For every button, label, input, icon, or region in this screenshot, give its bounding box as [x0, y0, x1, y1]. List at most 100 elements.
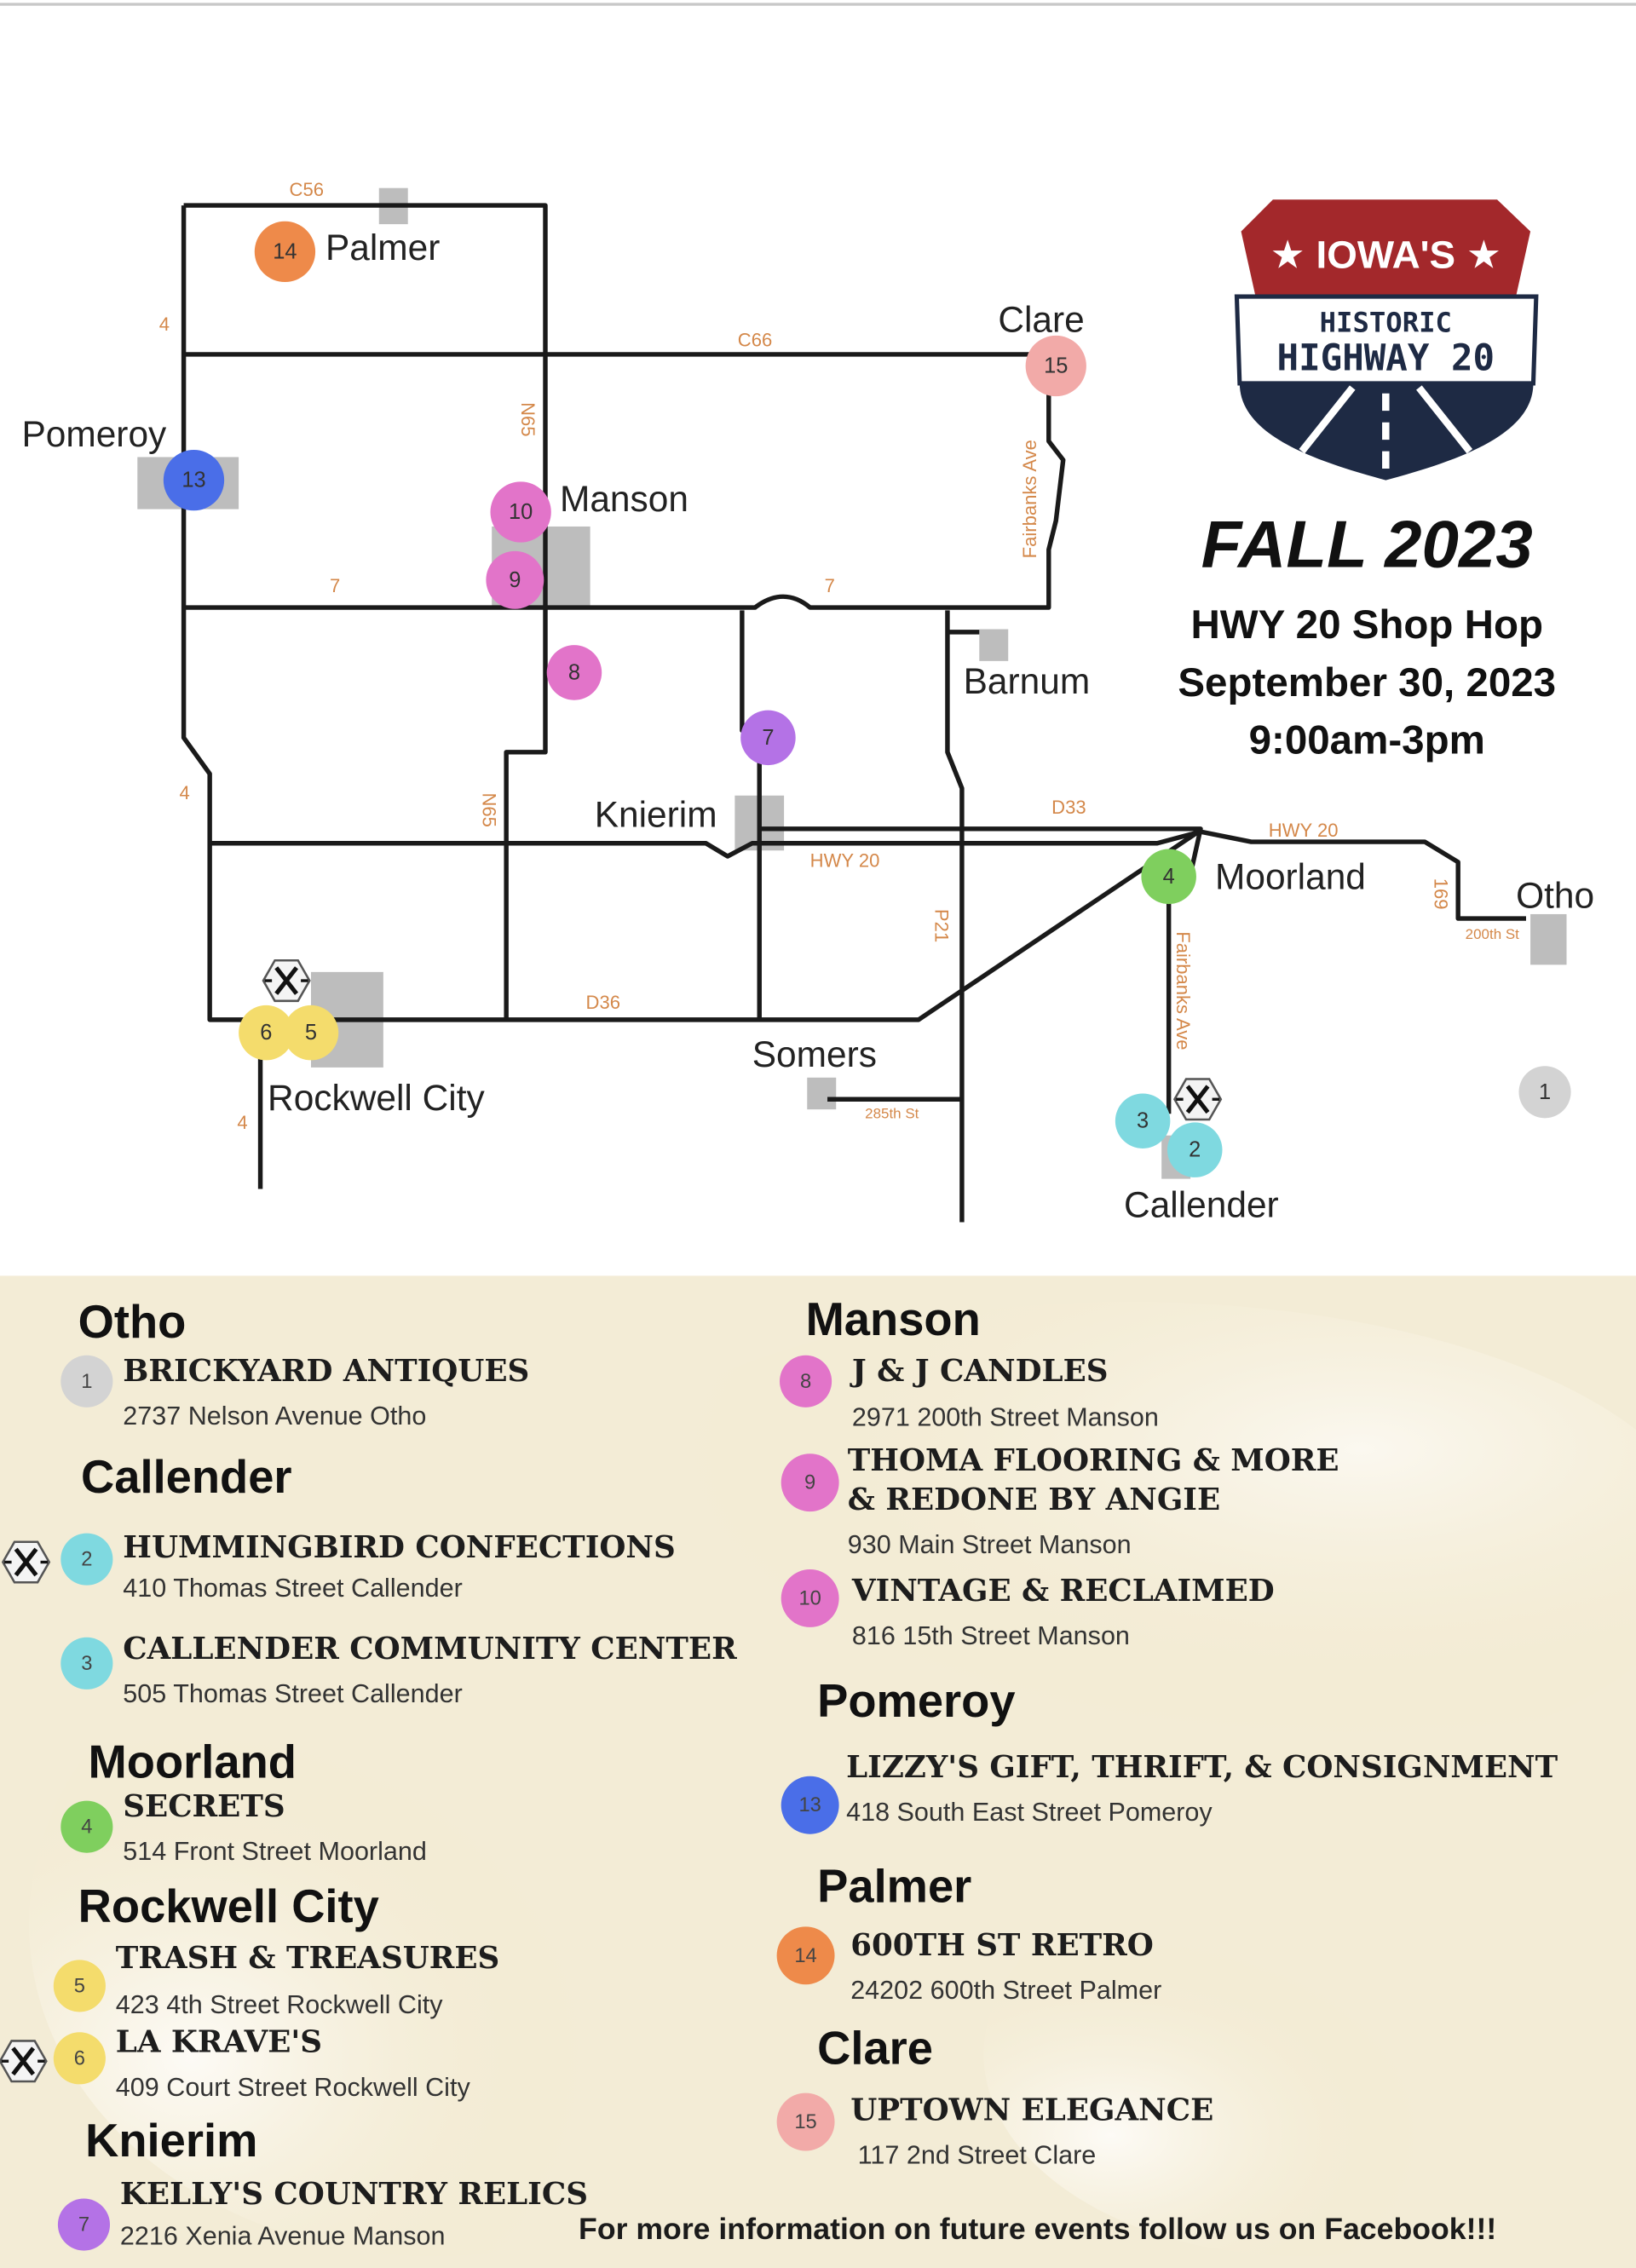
shop-address: 409 Court Street Rockwell City — [116, 2073, 471, 2102]
marker-number: 8 — [568, 660, 580, 684]
legend-item-2: 2 HUMMINGBIRD CONFECTIONS 410 Thomas Str… — [3, 1530, 676, 1603]
map: C56 C66 4 N65 7 7 Fairbanks Ave D33 HWY … — [21, 179, 1594, 1225]
town-label-knierim: Knierim — [595, 794, 717, 834]
legend-item-5: 5 TRASH & TREASURES 423 4th Street Rockw… — [53, 1941, 500, 2019]
legend-item-13: 13 LIZZY'S GIFT, THRIFT, & CONSIGNMENT 4… — [781, 1750, 1558, 1834]
legend-number: 3 — [81, 1652, 92, 1675]
shop-name: UPTOWN ELEGANCE — [850, 2092, 1213, 2127]
map-marker-10[interactable]: 10 — [490, 481, 551, 543]
shop-legend: Otho 1 BRICKYARD ANTIQUES 2737 Nelson Av… — [0, 1293, 1558, 2251]
map-marker-5[interactable]: 5 — [283, 1004, 339, 1061]
marker-number: 13 — [181, 469, 205, 492]
town-label-callender: Callender — [1124, 1185, 1279, 1225]
legend-number: 15 — [794, 2110, 816, 2133]
town-label-rockwell-city: Rockwell City — [268, 1078, 485, 1118]
shop-address: 2216 Xenia Avenue Manson — [120, 2222, 446, 2251]
road-labels: C56 C66 4 N65 7 7 Fairbanks Ave D33 HWY … — [159, 179, 1519, 1133]
legend-heading-pomeroy: Pomeroy — [817, 1675, 1015, 1727]
marker-number: 9 — [509, 568, 521, 592]
leaf-texture — [28, 1591, 839, 2257]
legend-heading-callender: Callender — [81, 1451, 292, 1503]
legend-number: 2 — [81, 1548, 92, 1571]
road-label-p21: P21 — [931, 909, 953, 942]
road-label-169: 169 — [1430, 878, 1451, 910]
event-season: FALL 2023 — [1201, 506, 1533, 581]
shop-name: LIZZY'S GIFT, THRIFT, & CONSIGNMENT — [846, 1750, 1558, 1785]
legend-item-10: 10 VINTAGE & RECLAIMED 816 15th Street M… — [781, 1569, 1275, 1650]
restaurant-icon — [263, 960, 309, 1001]
shop-name: TRASH & TREASURES — [116, 1941, 500, 1976]
legend-heading-moorland: Moorland — [89, 1736, 297, 1787]
legend-number: 6 — [74, 2046, 85, 2069]
map-marker-13[interactable]: 13 — [163, 449, 225, 511]
legend-number: 10 — [798, 1586, 821, 1609]
logo-road-edges — [1299, 385, 1473, 454]
map-marker-4[interactable]: 4 — [1141, 849, 1196, 905]
historic-highway-20-logo: ★ IOWA'S ★ HISTORIC HIGHWAY 20 — [1234, 199, 1539, 481]
marker-number: 15 — [1044, 354, 1068, 378]
legend-item-6: 6 LA KRAVE'S 409 Court Street Rockwell C… — [0, 2025, 470, 2102]
event-date: September 30, 2023 — [1178, 660, 1556, 705]
logo-historic-text: HISTORIC — [1320, 307, 1452, 339]
shop-address: 2737 Nelson Avenue Otho — [123, 1402, 426, 1430]
shop-name: CALLENDER COMMUNITY CENTER — [123, 1632, 737, 1666]
map-marker-6[interactable]: 6 — [239, 1004, 294, 1061]
map-marker-9[interactable]: 9 — [486, 550, 544, 609]
marker-number: 3 — [1137, 1109, 1149, 1133]
map-marker-1[interactable]: 1 — [1518, 1066, 1571, 1119]
legend-heading-rockwell-city: Rockwell City — [78, 1880, 379, 1932]
legend-item-3: 3 CALLENDER COMMUNITY CENTER 505 Thomas … — [60, 1632, 737, 1708]
restaurant-icon — [1174, 1079, 1220, 1120]
shop-name-line2: & REDONE BY ANGIE — [848, 1482, 1220, 1517]
road-label-d36: D36 — [586, 992, 620, 1013]
road-d33 — [759, 826, 1203, 869]
legend-item-14: 14 600TH ST RETRO 24202 600th Street Pal… — [776, 1926, 1161, 2005]
town-label-clare: Clare — [998, 300, 1084, 340]
town-label-somers: Somers — [752, 1034, 877, 1074]
town-label-barnum: Barnum — [964, 661, 1091, 701]
logo-top-band — [1241, 199, 1531, 297]
shop-address: 410 Thomas Street Callender — [123, 1574, 462, 1603]
town-label-palmer: Palmer — [325, 227, 440, 268]
road-label-c66: C66 — [738, 329, 772, 350]
road-label-200th-st: 200th St — [1466, 926, 1519, 942]
map-marker-7[interactable]: 7 — [740, 710, 796, 766]
shop-name: J & J CANDLES — [850, 1354, 1109, 1389]
map-marker-14[interactable]: 14 — [254, 221, 316, 283]
legend-item-7: 7 KELLY'S COUNTRY RELICS 2216 Xenia Aven… — [57, 2177, 588, 2251]
shop-name: KELLY'S COUNTRY RELICS — [120, 2177, 588, 2212]
legend-number: 5 — [74, 1974, 85, 1997]
town-label-moorland: Moorland — [1215, 856, 1366, 896]
marker-number: 7 — [762, 726, 774, 750]
shop-name: VINTAGE & RECLAIMED — [851, 1574, 1275, 1609]
road-label-hwy20: HWY 20 — [810, 850, 880, 872]
legend-number: 9 — [804, 1471, 815, 1494]
barnum-block — [979, 629, 1009, 661]
legend-number: 7 — [78, 2213, 89, 2236]
somers-block — [807, 1077, 837, 1110]
shop-address: 418 South East Street Pomeroy — [846, 1798, 1213, 1827]
shop-name: LA KRAVE'S — [116, 2025, 322, 2060]
shop-address: 24202 600th Street Palmer — [850, 1976, 1161, 2005]
legend-item-9: 9 THOMA FLOORING & MORE & REDONE BY ANGI… — [781, 1443, 1339, 1559]
leaf-texture — [550, 1302, 1636, 1794]
marker-number: 5 — [305, 1021, 317, 1045]
legend-heading-knierim: Knierim — [85, 2115, 257, 2167]
event-name: HWY 20 Shop Hop — [1190, 602, 1543, 648]
map-marker-8[interactable]: 8 — [546, 645, 602, 700]
legend-number: 8 — [800, 1370, 811, 1393]
road-p21 — [945, 610, 965, 1223]
map-marker-2[interactable]: 2 — [1167, 1122, 1223, 1177]
marker-number: 6 — [260, 1021, 272, 1045]
legend-number: 4 — [81, 1816, 92, 1839]
road-label-hwy20-east: HWY 20 — [1269, 820, 1339, 841]
marker-number: 2 — [1189, 1138, 1201, 1162]
road-label-c56: C56 — [290, 179, 324, 200]
shop-address: 2971 200th Street Manson — [852, 1403, 1159, 1432]
marker-number: 14 — [273, 239, 297, 263]
road-label-fairbanks-south: Fairbanks Ave — [1172, 931, 1194, 1050]
shop-address: 514 Front Street Moorland — [123, 1837, 427, 1866]
map-marker-15[interactable]: 15 — [1025, 335, 1086, 397]
shop-name: HUMMINGBIRD CONFECTIONS — [123, 1530, 675, 1565]
map-marker-3[interactable]: 3 — [1115, 1093, 1171, 1148]
